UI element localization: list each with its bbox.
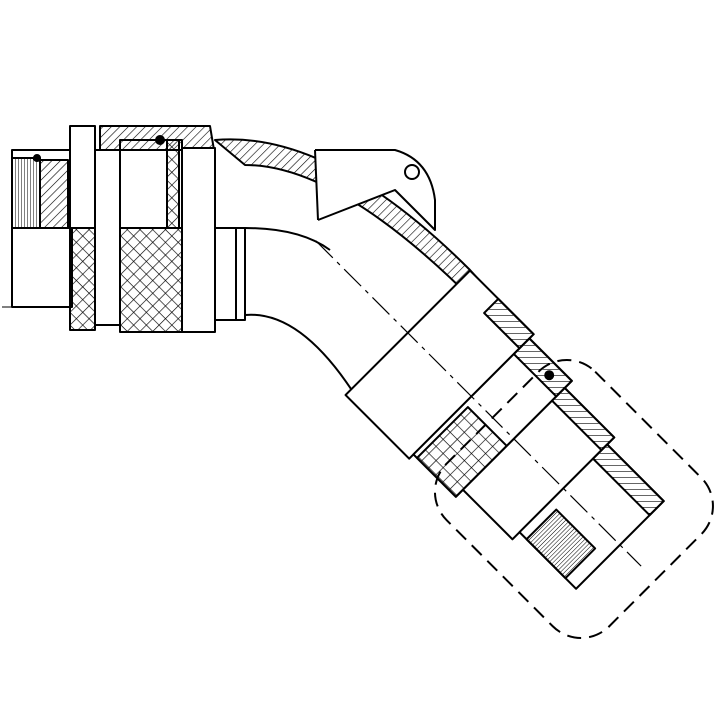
centerline [315, 240, 642, 567]
adapter-body [181, 147, 246, 333]
thread [525, 508, 597, 580]
angled-assembly [315, 240, 714, 639]
coupling-ring-knurled [33, 125, 215, 333]
